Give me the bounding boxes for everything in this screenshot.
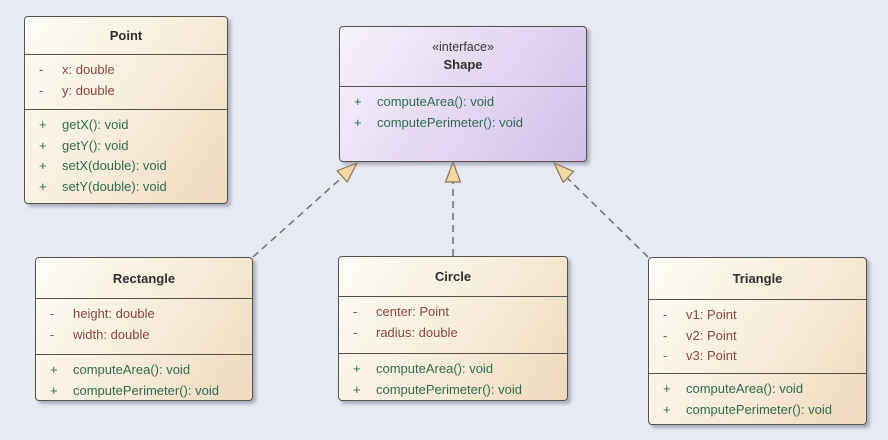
operation-row: + computePerimeter(): void <box>340 113 586 134</box>
class-title: Rectangle <box>36 258 252 299</box>
operation-row: + computePerimeter(): void <box>339 380 567 401</box>
operation-row: + computeArea(): void <box>36 360 252 381</box>
visibility-marker: - <box>353 304 358 319</box>
interface-title: «interface» Shape <box>340 27 586 87</box>
operation-text: computePerimeter(): void <box>686 401 832 417</box>
attribute-row: - y: double <box>25 81 227 102</box>
operation-text: computePerimeter(): void <box>376 381 522 397</box>
realization-connector-triangle-shape[interactable] <box>549 158 649 258</box>
attributes-compartment: - center: Point - radius: double <box>339 297 567 354</box>
visibility-marker: + <box>353 381 361 397</box>
visibility-marker: + <box>39 178 47 194</box>
attributes-compartment: - v1: Point - v2: Point - v3: Point <box>649 300 866 374</box>
visibility-marker: + <box>354 94 362 109</box>
visibility-marker: + <box>39 158 47 173</box>
operation-row: + setX(double): void <box>25 156 227 177</box>
operation-text: computeArea(): void <box>377 94 495 109</box>
visibility-marker: + <box>354 114 362 130</box>
attribute-text: v2: Point <box>686 327 737 343</box>
operation-text: computePerimeter(): void <box>377 114 523 130</box>
class-title: Triangle <box>649 258 866 300</box>
class-triangle[interactable]: Triangle - v1: Point - v2: Point - v3: P… <box>648 257 867 425</box>
visibility-marker: - <box>50 326 55 342</box>
operations-compartment: + getX(): void + getY(): void + setX(dou… <box>25 110 227 203</box>
operation-row: + getY(): void <box>25 136 227 157</box>
attribute-text: center: Point <box>376 304 449 319</box>
attribute-row: - v1: Point <box>649 305 866 326</box>
attribute-text: y: double <box>62 82 115 98</box>
operation-row: + computeArea(): void <box>649 379 866 400</box>
attribute-text: radius: double <box>376 324 458 340</box>
interface-shape[interactable]: «interface» Shape + computeArea(): void … <box>339 26 587 162</box>
class-point[interactable]: Point - x: double - y: double + getX(): … <box>24 16 228 204</box>
realization-connector-circle-shape[interactable] <box>444 160 462 256</box>
operation-text: setY(double): void <box>62 178 167 194</box>
attribute-text: height: double <box>73 306 155 321</box>
class-name: Circle <box>434 269 472 284</box>
visibility-marker: + <box>663 401 671 417</box>
attribute-row: - width: double <box>36 325 252 346</box>
attribute-text: width: double <box>73 326 150 342</box>
operations-compartment: + computeArea(): void + computePerimeter… <box>340 87 586 161</box>
operation-row: + computePerimeter(): void <box>649 400 866 421</box>
class-name: Triangle <box>732 271 783 286</box>
attribute-row: - x: double <box>25 60 227 81</box>
operation-text: computeArea(): void <box>376 361 494 376</box>
attribute-row: - height: double <box>36 304 252 325</box>
visibility-marker: - <box>663 307 668 322</box>
operation-row: + computeArea(): void <box>339 359 567 380</box>
operation-row: + computeArea(): void <box>340 92 586 113</box>
attribute-row: - v2: Point <box>649 326 866 347</box>
realization-connector-rectangle-shape[interactable] <box>252 157 362 258</box>
visibility-marker: - <box>50 306 55 321</box>
visibility-marker: + <box>663 381 671 396</box>
attribute-row: - v3: Point <box>649 346 866 367</box>
interface-name: Shape <box>443 57 483 72</box>
visibility-marker: + <box>39 117 47 132</box>
class-name: Point <box>109 28 143 43</box>
visibility-marker: - <box>353 324 358 340</box>
operation-text: getY(): void <box>62 137 129 153</box>
visibility-marker: + <box>353 361 361 376</box>
visibility-marker: - <box>663 348 668 363</box>
class-circle[interactable]: Circle - center: Point - radius: double … <box>338 256 568 401</box>
hollow-triangle-arrowhead <box>444 160 462 183</box>
operation-text: getX(): void <box>62 117 129 132</box>
visibility-marker: - <box>39 82 44 98</box>
operation-text: setX(double): void <box>62 158 167 173</box>
visibility-marker: - <box>39 62 44 77</box>
class-title: Point <box>25 17 227 55</box>
operations-compartment: + computeArea(): void + computePerimeter… <box>339 354 567 400</box>
operation-row: + computePerimeter(): void <box>36 381 252 402</box>
attribute-text: x: double <box>62 62 115 77</box>
operation-row: + setY(double): void <box>25 177 227 198</box>
operation-text: computeArea(): void <box>686 381 804 396</box>
operations-compartment: + computeArea(): void + computePerimeter… <box>36 355 252 401</box>
operation-text: computeArea(): void <box>73 362 191 377</box>
operation-text: computePerimeter(): void <box>73 382 219 398</box>
class-rectangle[interactable]: Rectangle - height: double - width: doub… <box>35 257 253 401</box>
operation-row: + getX(): void <box>25 115 227 136</box>
operations-compartment: + computeArea(): void + computePerimeter… <box>649 374 866 424</box>
attribute-text: v1: Point <box>686 307 737 322</box>
visibility-marker: + <box>39 137 47 153</box>
visibility-marker: + <box>50 362 58 377</box>
class-title: Circle <box>339 257 567 297</box>
stereotype-label: «interface» <box>432 40 494 54</box>
attribute-row: - center: Point <box>339 302 567 323</box>
visibility-marker: - <box>663 327 668 343</box>
attribute-row: - radius: double <box>339 323 567 344</box>
visibility-marker: + <box>50 382 58 398</box>
attributes-compartment: - height: double - width: double <box>36 299 252 355</box>
class-name: Rectangle <box>112 270 176 286</box>
attributes-compartment: - x: double - y: double <box>25 55 227 110</box>
attribute-text: v3: Point <box>686 348 737 363</box>
